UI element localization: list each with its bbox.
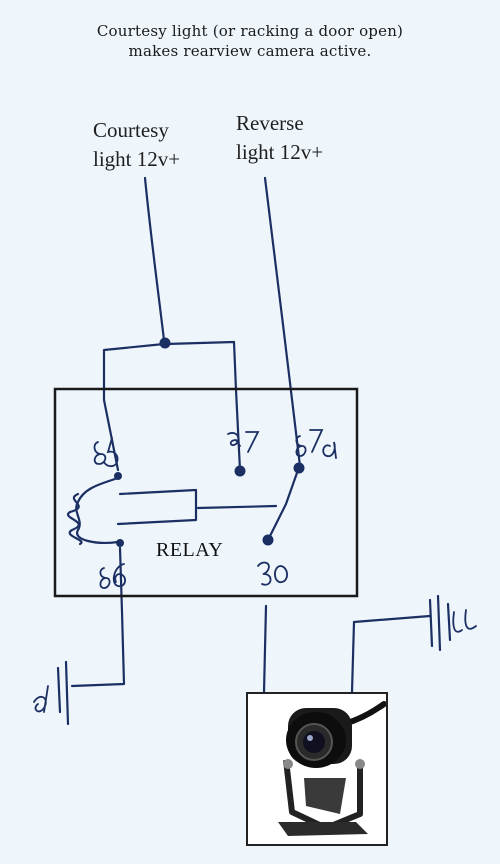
reverse-label-line-2: light 12v+ [236,140,324,164]
pin-87-dot [234,465,246,477]
pin-label-87a-stroke [295,429,337,459]
left-ground-mark [33,685,49,713]
pin-87a-dot [293,462,305,474]
reverse-wire [263,176,302,468]
junction-branch-85 [102,342,166,472]
junction-node [159,337,171,349]
relay-armature [116,488,198,526]
courtesy-wire [143,176,166,342]
pin-label-86-stroke [99,563,126,589]
right-ground-mark [452,609,477,633]
wire-30-camera [262,604,268,694]
diagram-title-line-1: Courtesy light (or racking a door open) [96,22,404,40]
relay-armature-link [196,504,278,510]
ground-wire-86 [70,546,126,688]
pin-label-30-stroke [257,561,288,586]
relay-switch-contact [266,468,300,542]
courtesy-label-line-1: Courtesy [93,118,169,142]
rearview-camera-icon [278,701,387,836]
courtesy-label-line-2: light 12v+ [93,147,181,171]
relay-coil-loop [75,476,120,544]
relay-coil-zigzag [66,492,83,546]
reverse-label-line-1: Reverse [236,111,304,135]
camera-image-box [246,692,388,846]
junction-branch-87 [164,340,242,472]
pin-86-dot [116,539,124,547]
right-ground-symbol [428,594,452,652]
relay-box [53,387,359,598]
relay-label: RELAY [156,539,224,561]
left-ground-symbol [56,660,70,726]
pin-30-dot [262,534,274,546]
pin-label-85-stroke [93,437,119,468]
pin-label-87-stroke [227,431,260,453]
pin-85-dot [114,472,122,480]
camera-ground-wire [350,614,432,694]
diagram-title-line-2: makes rearview camera active. [128,42,372,60]
